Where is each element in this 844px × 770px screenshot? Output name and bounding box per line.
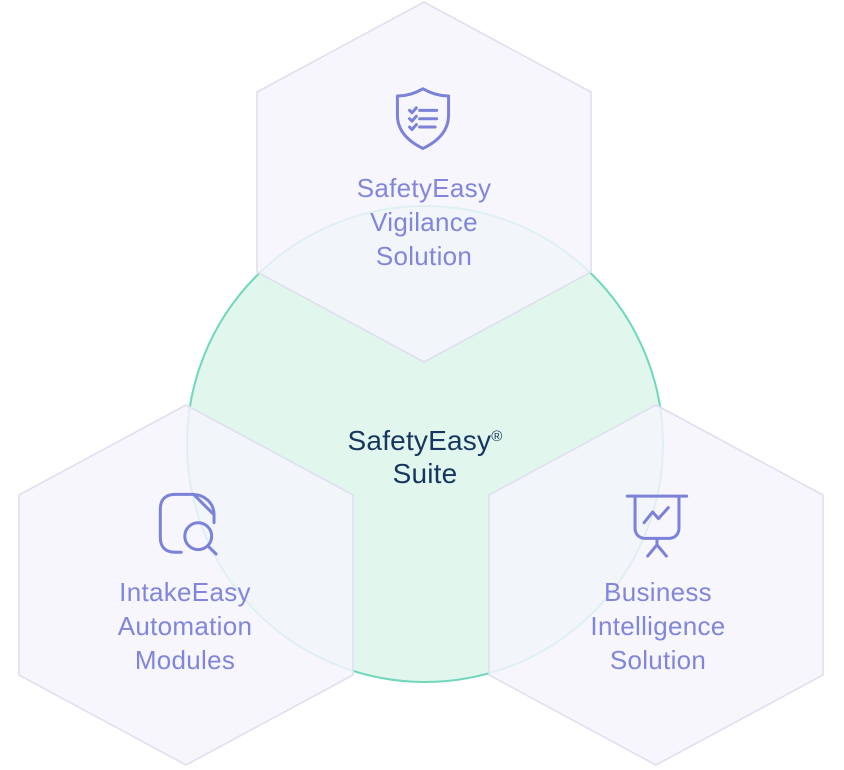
suite-title: SafetyEasy® Suite xyxy=(255,420,595,490)
hexagon-business-intelligence xyxy=(488,404,824,766)
presentation-chart-icon xyxy=(627,496,686,556)
label-business-intelligence: Business Intelligence Solution xyxy=(590,577,726,675)
label-intakeeasy-modules: IntakeEasy Automation Modules xyxy=(117,577,253,675)
shield-checklist-icon xyxy=(397,89,448,149)
hexagon-vigilance-solution xyxy=(256,1,592,363)
suite-title-line1: SafetyEasy® xyxy=(255,420,595,457)
suite-title-name: SafetyEasy xyxy=(347,425,492,456)
registered-trademark-symbol: ® xyxy=(491,428,503,445)
hexagon-intakeeasy-modules xyxy=(18,404,354,766)
document-search-icon xyxy=(160,494,216,554)
label-vigilance-solution: SafetyEasy Vigilance Solution xyxy=(356,173,492,271)
suite-title-line2: Suite xyxy=(392,458,458,489)
